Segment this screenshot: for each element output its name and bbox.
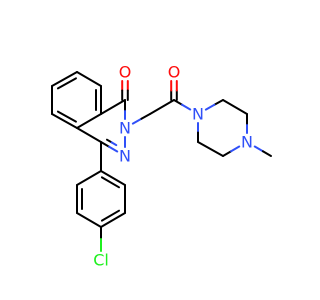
bond-a13-a15 (173, 99, 184, 106)
bond-a24-a25 (76, 212, 102, 228)
bond-a17-a18 (222, 150, 233, 157)
bond-a26-a21 (76, 170, 102, 186)
bond-a8-a3 (76, 113, 102, 129)
atom-label-n: N (119, 119, 131, 138)
bond-a23-a24 (100, 212, 126, 228)
bond-a21-a22-inner (100, 176, 121, 189)
bond-a23-a24-inner (100, 209, 121, 222)
bond-a16-a17 (197, 141, 224, 157)
bond-a13-a15 (181, 103, 192, 111)
bond-a11-a12 (140, 113, 151, 120)
bond-a20-a15 (213, 99, 224, 106)
atom-label-n: N (241, 133, 253, 152)
atom-label-n: N (119, 147, 131, 166)
bond-a18-a29 (253, 145, 264, 153)
bond-a4-a5 (76, 71, 102, 87)
bond-a9-a10 (108, 145, 119, 153)
bond-a21-a22 (100, 170, 126, 186)
atom-label-n: N (192, 105, 204, 124)
atom-label-o: O (168, 63, 181, 82)
bond-a17-a18 (230, 145, 241, 153)
bond-a5-a6 (51, 71, 78, 87)
bond-a7-a8-inner (56, 110, 77, 123)
bond-a7-a8 (51, 113, 78, 129)
bond-a2-a3 (100, 99, 126, 115)
bond-a9-a10-inner (110, 141, 118, 147)
bond-a11-a12 (131, 117, 143, 125)
bond-a20-a15 (204, 103, 216, 111)
bond-a5-a6-inner (56, 77, 77, 90)
atom-label-o: O (119, 63, 132, 82)
bond-a18-a29 (261, 150, 272, 157)
bond-a19-a20 (222, 99, 248, 115)
bond-a8-a9 (76, 127, 102, 143)
bond-a12-a13 (149, 99, 175, 115)
bond-layer (51, 71, 272, 252)
atom-label-cl: Cl (93, 251, 109, 270)
bond-a9-a10 (100, 141, 111, 148)
